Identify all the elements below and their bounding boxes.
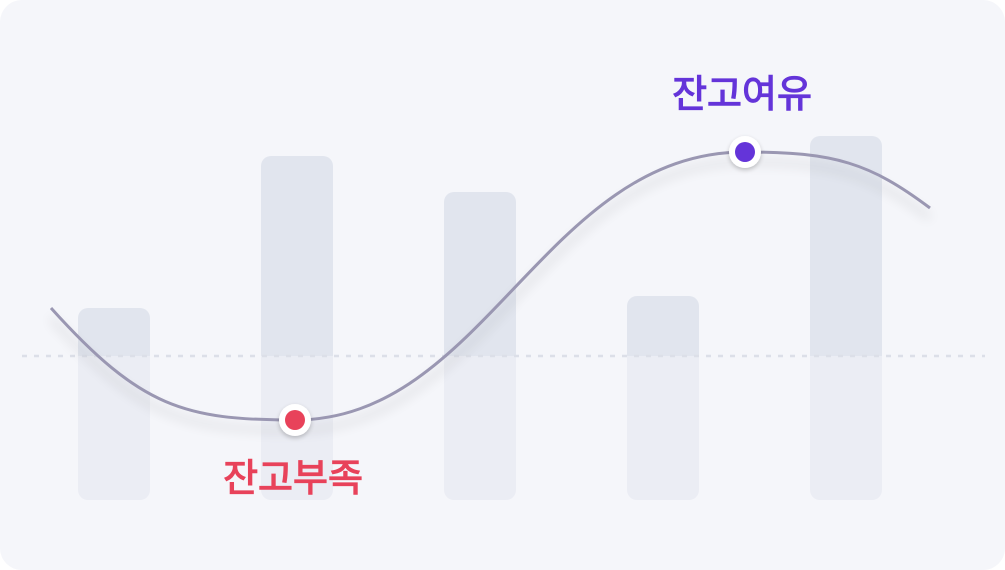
max-point <box>735 142 755 162</box>
balance-curve <box>49 150 931 422</box>
points-layer <box>279 136 761 436</box>
shortage-label: 잔고부족 <box>223 456 363 500</box>
below-baseline-fade <box>0 356 1005 570</box>
min-point <box>285 410 305 430</box>
surplus-label: 잔고여유 <box>672 72 812 116</box>
below-baseline-overlay <box>0 356 1005 570</box>
